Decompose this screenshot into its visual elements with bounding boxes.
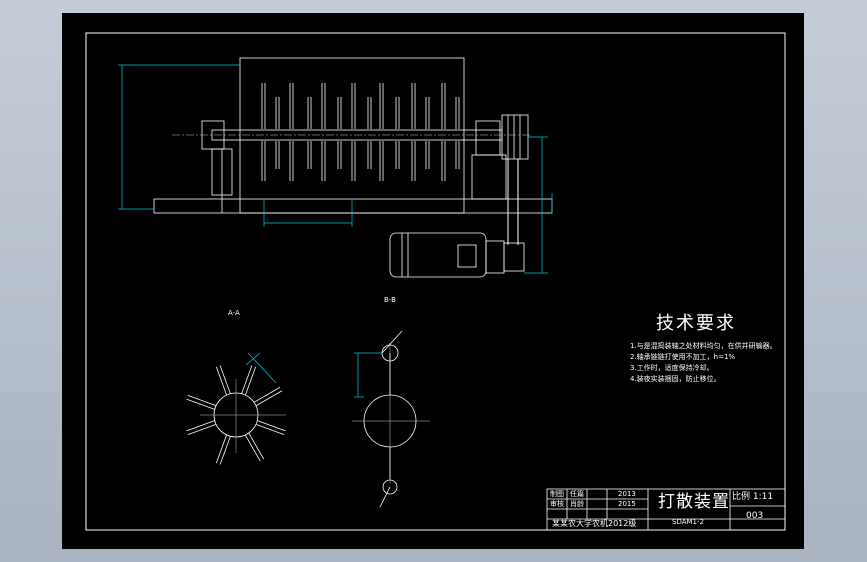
section-a-blades [186, 365, 286, 465]
section-a-blade [186, 398, 215, 410]
section-a-blade [245, 366, 257, 396]
inner-frame [85, 32, 786, 531]
section-a-blade [219, 365, 231, 394]
tech-requirement-item: 1.与是混捣装轴之处材料均匀，在供井研输器。 [630, 342, 777, 350]
section-a-blade [255, 390, 283, 407]
tech-requirement-item: 4.装夜实装捆固，防止移位。 [630, 375, 721, 383]
section-a-blade [253, 386, 281, 403]
section-a-blade [244, 434, 261, 462]
rotor-teeth [261, 83, 460, 181]
title-block-label-check: 审核 [550, 500, 564, 508]
motor-pulley-2 [503, 242, 525, 272]
title-block-date-1: 2013 [618, 490, 636, 498]
title-block-drafter: 任篇 [570, 490, 584, 498]
drawing-sheet: A-A B-B 技术要求 1.与是混捣装轴之处材料均匀，在供井研输器。 2.轴承… [62, 13, 804, 549]
tech-requirement-item: 2.轴承链链打使用不加工，h=1% [630, 353, 736, 361]
section-a-blade [187, 394, 217, 406]
section-b-dimensions [354, 352, 382, 398]
motor-pulley [485, 240, 505, 274]
section-a-blade [241, 365, 253, 394]
tech-requirement-item: 3.工作时，适度保持冷却。 [630, 364, 714, 372]
section-a-blade [255, 424, 285, 436]
title-block-date-2: 2015 [618, 500, 636, 508]
section-a-blade [248, 432, 265, 460]
section-view-b [352, 330, 430, 508]
title-block-label-draw: 制图 [550, 490, 564, 498]
section-b-bottom-blade-tip [382, 479, 398, 495]
section-a-blade [215, 366, 227, 396]
tech-requirements-title: 技术要求 [656, 313, 736, 334]
section-a-blade [219, 436, 231, 465]
drawing-title: 打散装置 [658, 492, 730, 512]
motor-terminal-box [457, 244, 477, 268]
section-label-b: B-B [384, 296, 396, 304]
section-label-a: A-A [228, 309, 240, 317]
title-block [546, 488, 786, 531]
section-a-blade [187, 424, 217, 436]
title-block-checker: 肖龄 [570, 500, 584, 508]
tech-requirements-list: 1.与是混捣装轴之处材料均匀，在供井研输器。 2.轴承链链打使用不加工，h=1%… [630, 343, 777, 387]
right-bearing-block [475, 120, 501, 156]
drawing-number: 003 [746, 511, 764, 521]
section-a-blade [186, 420, 215, 432]
housing-outline [239, 57, 465, 214]
scale-label: 比例 1:11 [732, 492, 774, 502]
main-view [118, 57, 553, 278]
pulley [501, 114, 529, 160]
section-a-dimensions [245, 352, 277, 384]
motor-body [389, 232, 487, 278]
section-a-blade [215, 434, 227, 464]
cad-drawing [85, 32, 786, 531]
section-view-a [200, 379, 286, 453]
section-a-blade [257, 420, 286, 432]
right-bearing-support [471, 154, 507, 200]
drawing-code: SDAM1-2 [672, 518, 704, 526]
title-block-school: 某某农大学农机2012级 [552, 519, 637, 528]
base-plate [153, 198, 553, 214]
